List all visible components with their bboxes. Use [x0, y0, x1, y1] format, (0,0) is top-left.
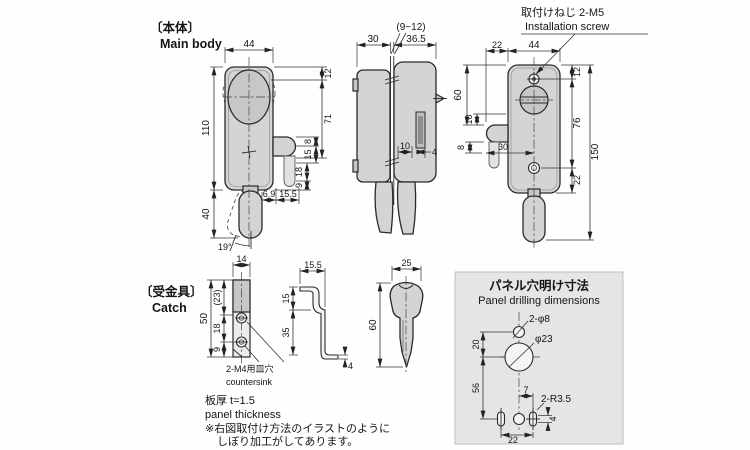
dim-catch-seg-top: (23)	[212, 289, 222, 305]
dim-catch-seg-bot: 9	[212, 347, 222, 352]
main-body-label-jp: 〔本体〕	[150, 20, 200, 35]
main-body-label-en: Main body	[160, 37, 222, 51]
dim-back-right-top: 12	[572, 67, 582, 77]
dim-back-right-mid: 76	[572, 117, 583, 129]
dim-front-hook-b: 15	[303, 149, 313, 159]
key-outline	[389, 281, 424, 368]
screw-note-en: Installation screw	[525, 21, 609, 33]
main-body-back-view	[485, 57, 561, 250]
panel-title-jp: パネル穴明け寸法	[489, 278, 590, 293]
note-thickness-jp: 板厚 t=1.5	[205, 393, 255, 407]
dim-catch-upper: 15	[281, 293, 291, 303]
dim-catch-flange: 4	[348, 361, 353, 371]
panel-hole-large-label: φ23	[535, 334, 553, 345]
dim-swing-angle: 19°	[218, 242, 232, 252]
dim-side-inner-b: 4	[432, 147, 437, 157]
dim-depth-front: 36.5	[406, 34, 426, 45]
note-thickness-en: panel thickness	[205, 409, 281, 421]
panel-hole-center	[512, 412, 526, 426]
back-view-dimensions: 取付けねじ 2-M5 Installation screw 22 44 60 1…	[453, 6, 648, 241]
dim-front-lower-a: 18	[294, 167, 304, 177]
main-body-label: 〔本体〕 Main body	[150, 20, 222, 51]
dim-key-width: 25	[401, 258, 411, 268]
angle-arc	[234, 242, 251, 247]
panel-slot-radius-label: 2-R3.5	[541, 394, 571, 405]
catch-front-dimensions: 14 (23) 18 9 50 2-M4用皿穴 countersink	[199, 254, 285, 387]
panel-title-en: Panel drilling dimensions	[478, 295, 600, 307]
pendant-front	[238, 190, 263, 239]
installation-screw-bottom-center	[531, 165, 537, 171]
dim-catch-seg-mid: 18	[212, 323, 222, 333]
strike-hook-back	[485, 124, 509, 143]
dim-panel-v-mid: 56	[471, 383, 481, 393]
dim-front-bottom-b: 15.5	[279, 189, 297, 199]
latch-slot-inner	[418, 116, 423, 144]
dim-panel-slot-height: 4	[548, 416, 558, 421]
catch-countersink-en: countersink	[226, 377, 273, 387]
dim-panel-slot-span: 22	[508, 435, 518, 445]
dim-catch-width: 14	[236, 254, 246, 264]
dim-front-width: 44	[243, 39, 255, 50]
dim-front-lower-b: 9	[294, 183, 304, 188]
strike-hook-front	[272, 136, 297, 157]
plus-mark	[247, 145, 251, 159]
dim-panel-range: (9~12)	[396, 22, 425, 33]
catch-countersink-jp: 2-M4用皿穴	[226, 363, 274, 374]
dim-catch-lower: 35	[281, 327, 291, 337]
dim-back-right-total: 150	[590, 143, 601, 160]
leg-rear	[374, 181, 394, 234]
dim-back-left-total: 60	[453, 89, 464, 101]
key-dimensions: 25 60	[368, 258, 422, 368]
catch-label: 〔受金具〕 Catch	[140, 284, 203, 315]
dim-back-center-offset: 30	[498, 142, 508, 152]
note-line-1: ※右図取付け方法のイラストのように	[205, 421, 390, 435]
dim-key-height: 60	[368, 319, 379, 331]
dim-back-left-a: 10	[464, 114, 474, 124]
dim-front-lower-height: 40	[201, 208, 212, 220]
dim-front-right-top: 12	[323, 68, 333, 78]
panel-drilling-box: パネル穴明け寸法 Panel drilling dimensions 2-φ8 …	[454, 271, 624, 445]
leg-front	[396, 181, 417, 235]
catch-label-en: Catch	[152, 301, 187, 315]
dim-panel-v-top: 20	[471, 339, 481, 349]
strike-arm-front	[283, 155, 296, 187]
dim-back-top-width: 44	[528, 40, 540, 51]
catch-profile	[299, 286, 339, 360]
catch-bevel	[232, 348, 243, 358]
dim-catch-total: 50	[199, 313, 210, 325]
dim-back-left-b: 8	[456, 145, 466, 150]
screw-note-jp: 取付けねじ 2-M5	[521, 6, 604, 19]
notes: 板厚 t=1.5 panel thickness ※右図取付け方法のイラストのよ…	[205, 393, 390, 448]
dim-depth-rear: 30	[367, 34, 379, 45]
dim-front-hook-a: 8	[303, 139, 313, 144]
front-view-dimensions: 44 110 40 12 71 8 15 18 9	[201, 39, 333, 239]
dim-panel-h-small: 7	[523, 385, 528, 395]
dim-side-inner-a: 10	[400, 141, 410, 151]
rear-lip-top	[352, 78, 359, 92]
catch-side-view	[299, 286, 339, 360]
body-front-block	[393, 61, 437, 183]
panel-hole-small-label: 2-φ8	[529, 314, 550, 325]
dim-front-right-upper: 71	[323, 114, 333, 124]
dim-catch-side-width: 15.5	[304, 260, 322, 270]
body-rear-block	[356, 69, 391, 183]
catch-label-jp: 〔受金具〕	[140, 284, 203, 299]
side-view-dimensions: 30 36.5 (9~12) 10 4	[356, 22, 437, 158]
main-body-front-view: 19°	[218, 57, 297, 252]
dim-back-right-low: 22	[572, 175, 582, 185]
catch-side-dimensions: 15.5 15 35 4	[281, 260, 353, 371]
dim-back-top-left: 22	[492, 40, 502, 50]
rear-lip-bottom	[352, 159, 359, 173]
catch-front-view	[232, 272, 251, 366]
key-view	[389, 276, 424, 372]
dim-front-bottom-a: 6.9	[263, 189, 276, 199]
note-line-2: しぼり加工がしてあります。	[217, 434, 358, 448]
dim-front-height: 110	[201, 120, 212, 136]
